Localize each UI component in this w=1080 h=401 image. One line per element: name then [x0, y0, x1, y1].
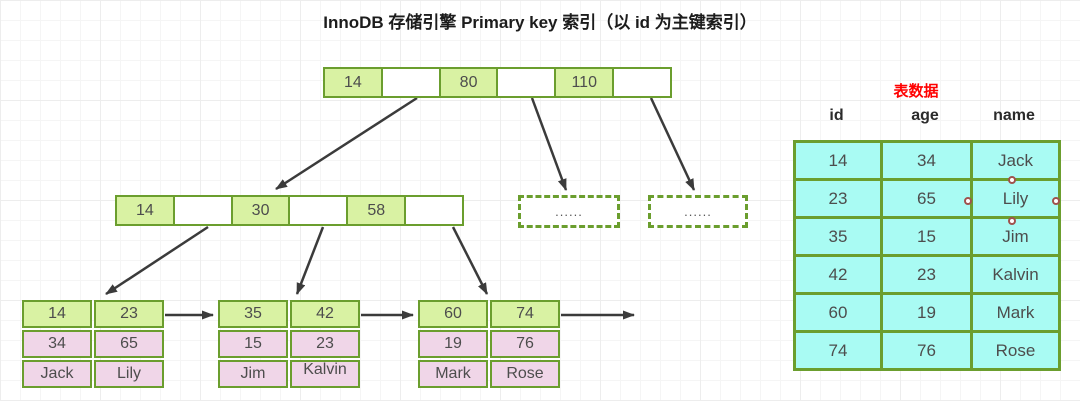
dashed-node-1[interactable]: ......: [518, 195, 620, 228]
internal-pointer-cell[interactable]: [288, 197, 347, 224]
table-header-id: id: [829, 107, 844, 124]
leaf-age-cell[interactable]: 65: [94, 330, 164, 358]
table-row: 74 76 Rose: [793, 330, 1061, 371]
arrow-internal-to-leaf-1: [105, 225, 209, 296]
leaf-name-cell[interactable]: Lily: [94, 360, 164, 388]
table-cell-age[interactable]: 23: [880, 254, 973, 295]
table-cell-age[interactable]: 15: [880, 216, 973, 257]
btree-root-node[interactable]: 14 80 110: [323, 67, 672, 98]
leaf-name-cell[interactable]: Jim: [218, 360, 288, 388]
table-cell-id[interactable]: 23: [793, 178, 883, 219]
table-cell-name[interactable]: Jim: [970, 216, 1061, 257]
table-cell-id[interactable]: 14: [793, 140, 883, 181]
internal-key-cell[interactable]: 14: [117, 197, 173, 224]
arrow-internal-to-leaf-2: [295, 226, 325, 295]
leaf-name-cell[interactable]: Mark: [418, 360, 488, 388]
leaf-name-cell[interactable]: Jack: [22, 360, 92, 388]
dashed-node-2[interactable]: ......: [648, 195, 748, 228]
leaf-age-cell[interactable]: 34: [22, 330, 92, 358]
leaf-name-cell[interactable]: Rose: [490, 360, 560, 388]
table-cell-id[interactable]: 74: [793, 330, 883, 371]
dashed-node-label: ......: [684, 204, 712, 219]
leaf-name-cell[interactable]: Kalvin: [290, 360, 360, 388]
root-key-cell[interactable]: 80: [438, 69, 497, 96]
leaf-node-3[interactable]: 60 74 19 76 Mark Rose: [418, 300, 560, 388]
table-cell-age[interactable]: 65: [880, 178, 973, 219]
table-row: 60 19 Mark: [793, 292, 1061, 333]
table-cell-age[interactable]: 76: [880, 330, 973, 371]
leaf-id-cell[interactable]: 42: [290, 300, 360, 328]
table-cell-id[interactable]: 42: [793, 254, 883, 295]
table-cell-id[interactable]: 35: [793, 216, 883, 257]
leaf-age-cell[interactable]: 76: [490, 330, 560, 358]
selection-handle-right[interactable]: [1052, 197, 1060, 205]
selection-handle-bottom[interactable]: [1008, 217, 1016, 225]
table-row: 23 65 Lily: [793, 178, 1061, 219]
leaf-node-2[interactable]: 35 42 15 23 Jim Kalvin: [218, 300, 360, 388]
diagram-title: InnoDB 存储引擎 Primary key 索引（以 id 为主键索引）: [323, 13, 757, 32]
leaf-id-cell[interactable]: 74: [490, 300, 560, 328]
selection-handle-left[interactable]: [964, 197, 972, 205]
table-cell-name[interactable]: Jack: [970, 140, 1061, 181]
dashed-node-label: ......: [555, 204, 583, 219]
selection-handle-top[interactable]: [1008, 176, 1016, 184]
root-pointer-cell[interactable]: [612, 69, 670, 96]
leaf-age-cell[interactable]: 19: [418, 330, 488, 358]
table-header-name: name: [993, 107, 1035, 124]
internal-key-cell[interactable]: 58: [346, 197, 405, 224]
table-row: 42 23 Kalvin: [793, 254, 1061, 295]
arrow-root-to-dashed-2: [649, 97, 696, 191]
root-pointer-cell[interactable]: [496, 69, 555, 96]
table-cell-age[interactable]: 19: [880, 292, 973, 333]
table-header-age: age: [911, 107, 939, 124]
root-pointer-cell[interactable]: [380, 69, 439, 96]
table-row: 14 34 Jack: [793, 140, 1061, 181]
table-row: 35 15 Jim: [793, 216, 1061, 257]
leaf-id-cell[interactable]: 60: [418, 300, 488, 328]
arrow-root-to-dashed-1: [530, 97, 568, 191]
data-table: 14 34 Jack 23 65 Lily 35 15 Jim 42 23 Ka…: [793, 140, 1061, 371]
leaf-id-cell[interactable]: 23: [94, 300, 164, 328]
table-data-label: 表数据: [893, 83, 939, 100]
internal-key-cell[interactable]: 30: [230, 197, 289, 224]
root-key-cell[interactable]: 14: [325, 69, 381, 96]
table-cell-name[interactable]: Rose: [970, 330, 1061, 371]
leaf-id-cell[interactable]: 14: [22, 300, 92, 328]
arrow-internal-to-leaf-3: [451, 226, 489, 295]
table-cell-name-selected[interactable]: Lily: [970, 178, 1061, 219]
internal-pointer-cell[interactable]: [172, 197, 231, 224]
internal-pointer-cell[interactable]: [404, 197, 462, 224]
leaf-age-cell[interactable]: 15: [218, 330, 288, 358]
btree-internal-node[interactable]: 14 30 58: [115, 195, 464, 226]
table-cell-id[interactable]: 60: [793, 292, 883, 333]
leaf-id-cell[interactable]: 35: [218, 300, 288, 328]
arrow-root-to-internal: [275, 96, 418, 191]
leaf-node-1[interactable]: 14 23 34 65 Jack Lily: [22, 300, 164, 388]
table-cell-name[interactable]: Kalvin: [970, 254, 1061, 295]
table-cell-name[interactable]: Mark: [970, 292, 1061, 333]
leaf-age-cell[interactable]: 23: [290, 330, 360, 358]
root-key-cell[interactable]: 110: [554, 69, 613, 96]
table-cell-age[interactable]: 34: [880, 140, 973, 181]
